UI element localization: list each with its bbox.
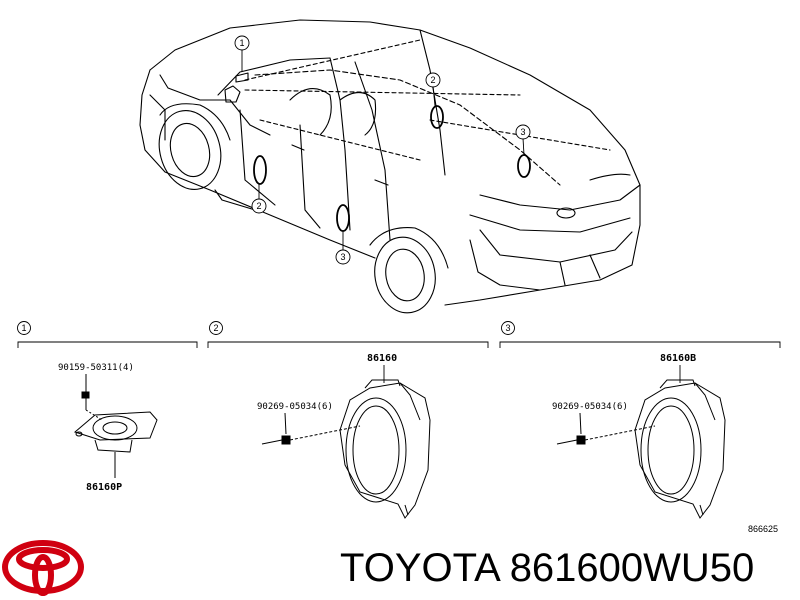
section-2-speaker-icon — [339, 379, 431, 519]
section-3: 3 86160B 90269-05034(6) 866625 — [499, 321, 781, 534]
brand-name: TOYOTA — [340, 546, 499, 590]
svg-text:3: 3 — [340, 252, 345, 262]
car-callouts: 1 2 2 3 3 — [234, 35, 531, 265]
part-number: 861600WU50 — [509, 546, 755, 590]
section-3-bolt-part-number: 90269-05034(6) — [552, 402, 628, 412]
section-2: 2 86160 90269-05034(6) — [207, 321, 489, 519]
section-2-bolt-part-number: 90269-05034(6) — [257, 402, 333, 412]
callout-2-upper: 2 — [425, 72, 441, 88]
front-door-speaker-marker — [253, 155, 267, 185]
svg-text:3: 3 — [520, 127, 525, 137]
section-1-bracket — [17, 341, 198, 348]
section-2-marker: 2 — [213, 323, 218, 333]
section-2-bracket — [207, 341, 489, 348]
svg-text:2: 2 — [430, 75, 435, 85]
front-upper-speaker-marker — [430, 105, 444, 129]
section-3-item-part-number: 86160B — [660, 353, 696, 364]
section-3-speaker-icon — [634, 379, 726, 519]
section-3-marker: 3 — [505, 323, 510, 333]
section-1-tweeter-icon — [73, 411, 158, 478]
toyota-logo-icon — [2, 540, 84, 596]
rear-quarter-speaker-marker — [517, 154, 531, 178]
section-1-bolt-part-number: 90159-50311(4) — [58, 363, 134, 373]
section-3-screw-icon — [556, 412, 656, 445]
svg-text:1: 1 — [239, 38, 244, 48]
car-illustration — [139, 19, 641, 314]
section-2-item-part-number: 86160 — [367, 353, 397, 364]
section-2-screw-icon — [261, 412, 361, 445]
section-1-screw-icon — [81, 374, 103, 421]
callout-leaders — [241, 50, 525, 251]
svg-text:2: 2 — [256, 201, 261, 211]
section-1: 1 90159-50311(4) 86160P — [17, 321, 198, 493]
callout-3-upper: 3 — [515, 124, 531, 140]
section-1-item-part-number: 86160P — [86, 482, 122, 493]
rear-door-speaker-marker — [336, 204, 350, 232]
diagram-reference-number: 866625 — [748, 524, 778, 534]
section-3-bracket — [499, 341, 781, 348]
product-title: TOYOTA 861600WU50 — [340, 543, 800, 593]
callout-1: 1 — [234, 35, 250, 51]
callout-3-lower: 3 — [335, 249, 351, 265]
section-1-marker: 1 — [21, 323, 26, 333]
callout-2-lower: 2 — [251, 198, 267, 214]
speaker-locations — [253, 105, 531, 232]
